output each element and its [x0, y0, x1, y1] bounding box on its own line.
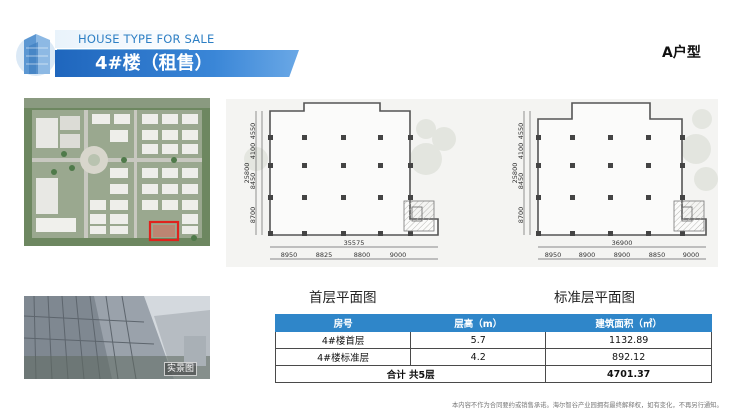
table-header-cell: 建筑面积（㎡） [545, 314, 712, 332]
standard-dim-total-vertical: 25800 [511, 163, 519, 184]
standard-dim-vertical: 4550 [517, 123, 525, 140]
highlighted-building-marker [148, 220, 180, 242]
table-cell: 1132.89 [545, 331, 712, 349]
standard-floor-caption: 标准层平面图 [554, 290, 635, 306]
standard-dim-bay: 8950 [545, 251, 562, 259]
photo-label: 实景图 [164, 362, 198, 376]
standard-dim-vertical: 8700 [517, 207, 525, 224]
unit-area-table: 房号 层高（m） 建筑面积（㎡） 4#楼首层 5.7 1132.89 4#楼标准… [274, 314, 712, 383]
table-cell: 4#楼标准层 [274, 348, 412, 366]
unit-type-label: A户型 [662, 45, 701, 61]
standard-dim-bay: 9000 [683, 251, 700, 259]
standard-dim-bay: 8900 [614, 251, 631, 259]
table-total-value: 4701.37 [545, 365, 712, 383]
header-divider [57, 49, 189, 50]
ground-floor-plan-drawing [255, 102, 439, 260]
table-row: 4#楼首层 5.7 1132.89 [274, 331, 712, 349]
ground-dim-total-width: 35575 [344, 239, 365, 247]
standard-dim-vertical: 8450 [517, 173, 525, 190]
building-logo-icon [14, 18, 62, 78]
table-header-cell: 层高（m） [410, 314, 547, 332]
header-accent-strip [55, 30, 205, 48]
standard-dim-bay: 8850 [649, 251, 666, 259]
ground-dim-bay: 8825 [316, 251, 333, 259]
table-cell: 4#楼首层 [274, 331, 412, 349]
floor-plans-panel: 4550 4100 8450 8700 25800 35575 8950 882… [226, 99, 718, 267]
standard-dim-vertical: 4100 [517, 143, 525, 160]
standard-floor-plan-drawing [523, 102, 707, 260]
header-subtitle: HOUSE TYPE FOR SALE [78, 32, 215, 46]
table-total-label: 合计 共5层 [274, 365, 547, 383]
standard-dim-bay: 8900 [579, 251, 596, 259]
ground-dim-bay: 8800 [354, 251, 371, 259]
table-row: 4#楼标准层 4.2 892.12 [274, 348, 712, 366]
standard-dim-total-width: 36900 [612, 239, 633, 247]
table-header-cell: 房号 [274, 314, 412, 332]
ground-dim-vertical: 8700 [249, 207, 257, 224]
building-photo: 实景图 [24, 296, 210, 379]
ground-dim-bay: 9000 [390, 251, 407, 259]
ground-dim-vertical: 4100 [249, 143, 257, 160]
ground-dim-bay: 8950 [281, 251, 298, 259]
table-cell: 4.2 [410, 348, 547, 366]
ground-dim-vertical: 8450 [249, 173, 257, 190]
table-header-row: 房号 层高（m） 建筑面积（㎡） [274, 314, 712, 332]
table-total-row: 合计 共5层 4701.37 [274, 365, 712, 383]
header-title-banner [55, 50, 299, 77]
site-plan-image [24, 98, 210, 246]
table-cell: 5.7 [410, 331, 547, 349]
ground-dim-total-vertical: 25800 [243, 163, 251, 184]
ground-dim-vertical: 4550 [249, 123, 257, 140]
disclaimer-footnote: 本内容不作为合同要约或销售承诺。海尔智谷产业园拥有最终解释权，如有变化，不再另行… [452, 402, 723, 409]
page-title: 4#楼（租售） [95, 53, 213, 74]
ground-floor-caption: 首层平面图 [309, 290, 377, 306]
table-cell: 892.12 [545, 348, 712, 366]
